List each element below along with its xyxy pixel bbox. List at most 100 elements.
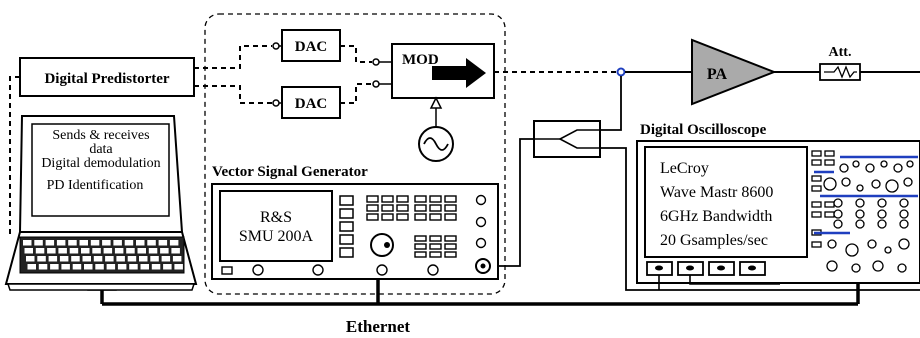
laptop-key [79, 240, 88, 246]
signal-generator-screen [219, 190, 333, 262]
feedback-link [600, 76, 622, 131]
laptop-key [47, 248, 56, 254]
laptop-key [68, 240, 77, 246]
laptop-key [72, 264, 82, 270]
mod-input-port-top [372, 58, 380, 66]
oscilloscope-screen [644, 146, 808, 258]
laptop-key [38, 264, 48, 270]
laptop-key [137, 248, 146, 254]
laptop-key [160, 248, 169, 254]
laptop-key [48, 256, 58, 262]
laptop-key [113, 240, 122, 246]
laptop-key [59, 256, 69, 262]
coupling-node [616, 67, 626, 77]
mod-arrow-icon [432, 58, 486, 88]
laptop-key [23, 240, 32, 246]
laptop-screen [31, 123, 170, 217]
oscilloscope-screen-line2: Wave Mastr 8600 [660, 184, 773, 201]
laptop-screen-line3: Digital demodulation [41, 156, 160, 171]
laptop-key [171, 248, 180, 254]
laptop-computer: Sends & receives data Digital demodulati… [4, 115, 198, 291]
laptop-key [129, 264, 138, 270]
laptop-key [71, 256, 80, 262]
laptop-key [93, 256, 103, 262]
laptop-key [37, 256, 46, 262]
laptop-key [126, 248, 135, 254]
signal-generator-knob-icon [370, 233, 394, 257]
laptop-screen-line1: Sends & receives [52, 128, 149, 143]
laptop-key [24, 248, 33, 254]
laptop-key [174, 264, 183, 270]
signal-generator-keypad-top [366, 195, 457, 221]
splitter-generator-link [487, 138, 534, 267]
vector-signal-generator-container [204, 13, 506, 295]
laptop-key [26, 256, 35, 262]
laptop-key [163, 264, 172, 270]
laptop-key [58, 248, 67, 254]
dac-bottom-mod-link [340, 83, 372, 104]
laptop-key [82, 256, 91, 262]
laptop-key [117, 264, 127, 270]
pa-label: PA [707, 66, 728, 83]
digital-oscilloscope-label: Digital Oscilloscope [640, 122, 767, 138]
signal-generator-softkeys [339, 195, 354, 258]
power-amplifier [691, 38, 777, 106]
oscilloscope-control-panel [811, 150, 914, 273]
oscilloscope-screen-line4: 20 Gsamples/sec [660, 232, 768, 249]
oscilloscope-input-channels [646, 261, 766, 276]
oscilloscope-screen-line3: 6GHz Bandwidth [660, 208, 772, 225]
oscilloscope-accent-lines [814, 155, 918, 235]
laptop-key [169, 240, 179, 246]
laptop-key [147, 240, 156, 246]
signal-generator-side-buttons [475, 194, 487, 249]
laptop-key [50, 264, 59, 270]
dac-bottom-input-port [272, 99, 280, 107]
laptop-key [140, 264, 149, 270]
laptop-key [103, 248, 113, 254]
dac-top-box [281, 29, 341, 62]
laptop-key [148, 248, 158, 254]
laptop-key [114, 248, 124, 254]
mod-label: MOD [402, 52, 439, 68]
digital-predistorter-label: Digital Predistorter [44, 71, 169, 87]
laptop-key [127, 256, 137, 262]
signal-generator-screen-line1: R&S [260, 209, 292, 226]
laptop-key [35, 248, 45, 254]
laptop-key [150, 256, 159, 262]
laptop-key [102, 240, 111, 246]
laptop-key [92, 248, 101, 254]
predistorter-dac-bottom-link [194, 85, 272, 104]
laptop-screen-line2: data [89, 142, 113, 157]
predistorter-laptop-link [9, 76, 20, 235]
laptop-key [136, 240, 145, 246]
oscilloscope-screen-line1: LeCroy [660, 160, 709, 177]
laptop-key [172, 256, 182, 262]
ethernet-label: Ethernet [346, 317, 411, 336]
laptop-key [158, 240, 168, 246]
dac-top-mod-link [340, 45, 372, 63]
laptop-key [105, 256, 114, 262]
laptop-key [69, 248, 79, 254]
laptop-key [27, 264, 36, 270]
mod-input-port-bottom [372, 80, 380, 88]
laptop-key [84, 264, 93, 270]
oscillator-arrow-icon [429, 96, 443, 109]
laptop-key [116, 256, 125, 262]
predistorter-dac-top-link [194, 45, 272, 69]
signal-generator-keypad-bottom [414, 235, 457, 258]
laptop-key [56, 240, 66, 246]
signal-generator-screen-line2: SMU 200A [239, 228, 314, 245]
laptop-key [95, 264, 104, 270]
laptop-key [124, 240, 134, 246]
laptop-screen-line4: PD Identification [47, 178, 144, 193]
laptop-key [151, 264, 161, 270]
laptop-key [61, 264, 70, 270]
dac-bottom-label: DAC [295, 96, 328, 112]
laptop-key [161, 256, 171, 262]
laptop-key [45, 240, 55, 246]
laptop-keys [23, 240, 183, 270]
laptop-key [90, 240, 100, 246]
laptop-key [81, 248, 90, 254]
signal-generator-power-switch [221, 266, 233, 275]
